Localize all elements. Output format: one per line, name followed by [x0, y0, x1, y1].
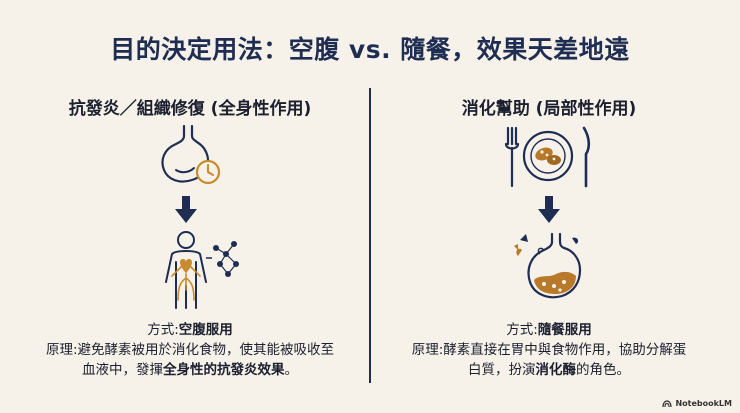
- right-heading: 消化幫助 (局部性作用): [461, 99, 637, 119]
- right-column: 消化幫助 (局部性作用): [379, 94, 719, 119]
- left-heading: 抗發炎／組織修復 (全身性作用): [68, 99, 312, 119]
- left-column: 抗發炎／組織修復 (全身性作用): [20, 94, 360, 119]
- right-method: 方式:隨餐服用: [506, 322, 592, 338]
- column-divider: [369, 88, 371, 383]
- left-method: 方式:空腹服用: [147, 322, 233, 338]
- right-description: 方式:隨餐服用 原理:酵素直接在胃中與食物作用，協助分解蛋白質，扮演消化酶的角色…: [379, 320, 719, 380]
- left-arrow-down-icon: [175, 196, 197, 223]
- right-arrow-down-icon: [538, 196, 560, 223]
- left-principle: 原理:避免酵素被用於消化食物，使其能被吸收至血液中，發揮全身性的抗發炎效果。: [45, 342, 335, 378]
- stomach-digesting-icon: [514, 232, 582, 299]
- notebooklm-logo-icon: [662, 399, 673, 407]
- plate-fork-knife-icon: [504, 126, 591, 188]
- page-title: 目的決定用法：空腹 vs. 隨餐，效果天差地遠: [110, 35, 630, 64]
- left-description: 方式:空腹服用 原理:避免酵素被用於消化食物，使其能被吸收至血液中，發揮全身性的…: [20, 320, 360, 380]
- body-circulation-icon: [165, 231, 239, 309]
- brand-watermark: NotebookLM: [662, 399, 732, 408]
- stomach-clock-icon: [161, 124, 221, 185]
- right-principle: 原理:酵素直接在胃中與食物作用，協助分解蛋白質，扮演消化酶的角色。: [411, 342, 687, 378]
